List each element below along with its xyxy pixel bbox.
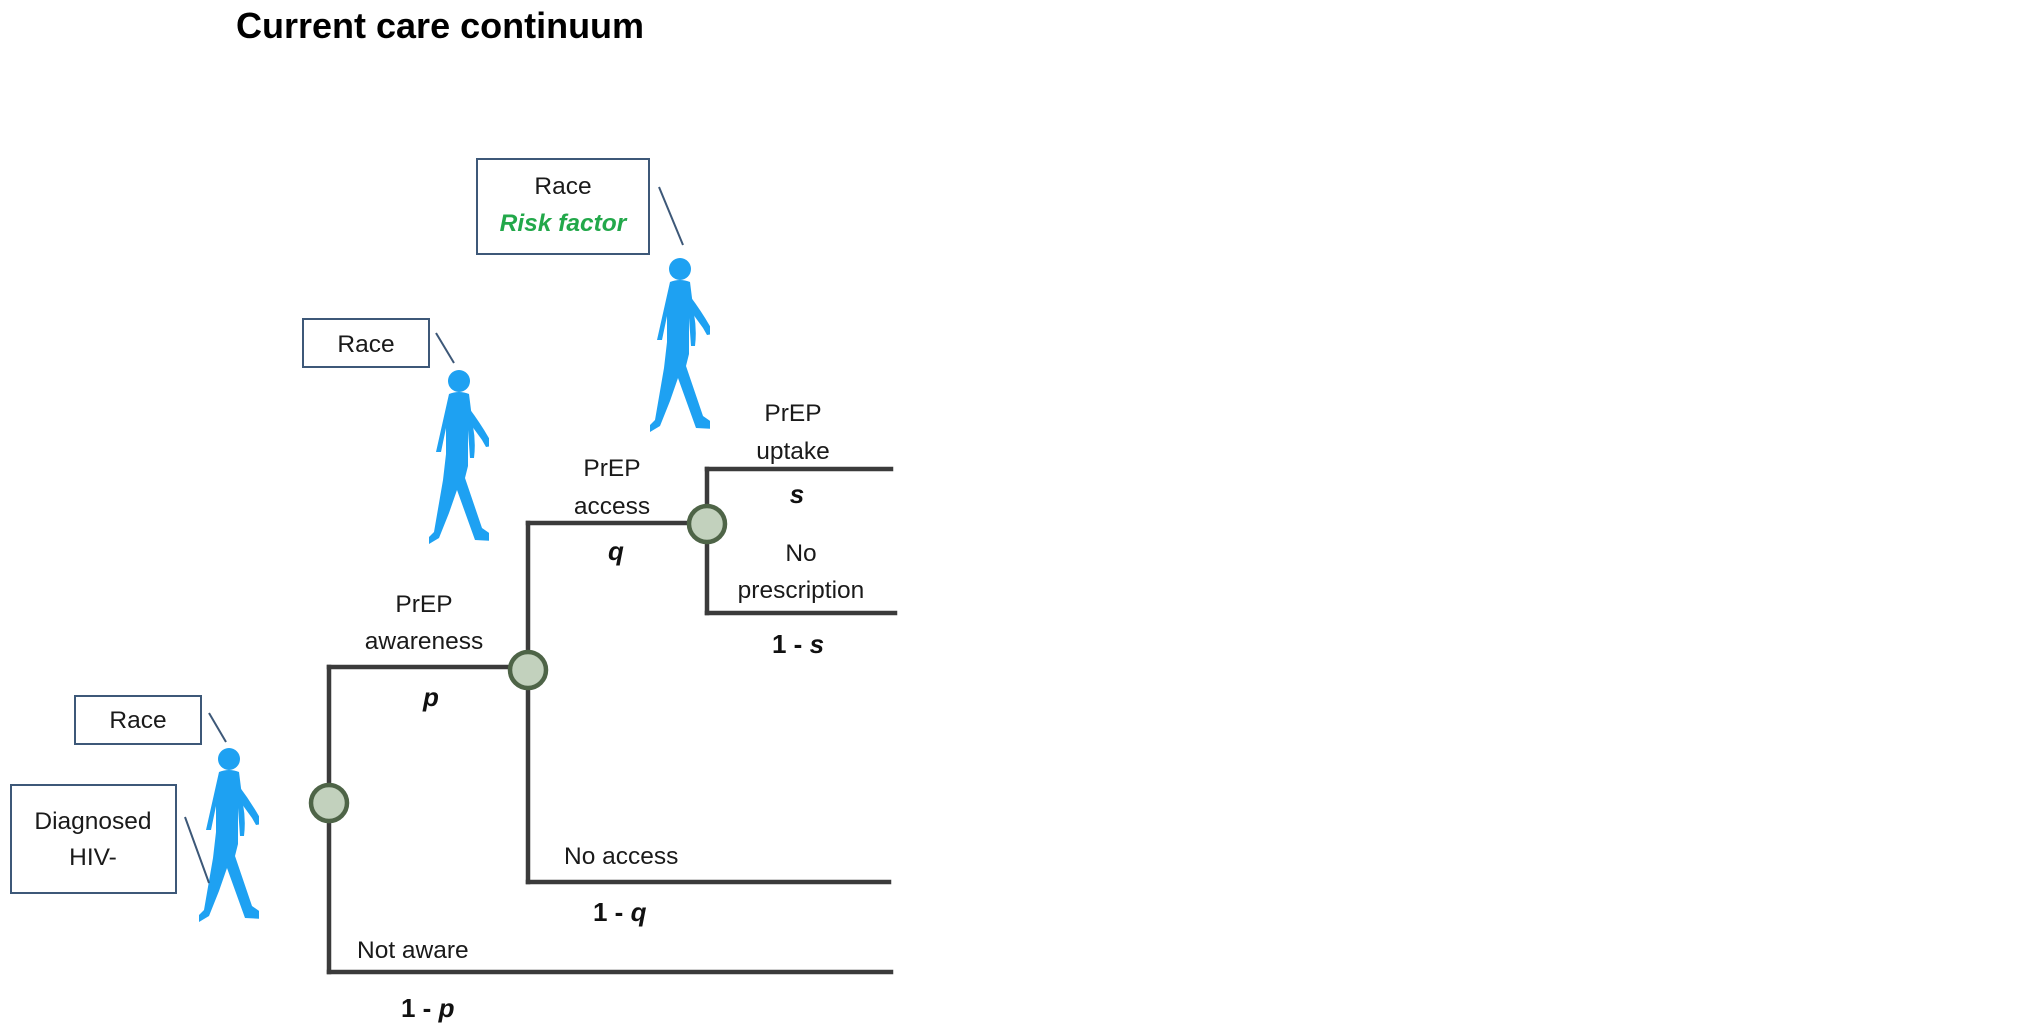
callout-box bbox=[302, 318, 430, 368]
callout-leader bbox=[184, 816, 210, 884]
callout-box bbox=[476, 158, 650, 255]
branch-no-prescription: No prescription 1 - s bbox=[738, 540, 865, 659]
uptake-line1: PrEP bbox=[764, 400, 821, 427]
callout-race-start: Race bbox=[74, 695, 227, 745]
chance-node-awareness bbox=[308, 782, 350, 824]
prob-variable: s bbox=[810, 629, 824, 659]
diagnosed-line1: Diagnosed bbox=[34, 808, 151, 835]
callout-race-label: Race bbox=[109, 707, 166, 734]
risk-factor-label: Risk factor bbox=[500, 210, 628, 237]
callout-race-risk: Race Risk factor bbox=[476, 158, 684, 255]
chance-node-uptake bbox=[686, 503, 728, 545]
no-prescription-line1: No bbox=[785, 540, 816, 567]
awareness-line1: PrEP bbox=[395, 591, 452, 618]
no-access-label: No access bbox=[564, 843, 678, 870]
uptake-probability: s bbox=[790, 479, 804, 509]
diagnosed-line2: HIV- bbox=[69, 844, 117, 871]
chance-node-access bbox=[507, 649, 549, 691]
walking-person-icon bbox=[650, 258, 710, 432]
branch-uptake: PrEP uptake s bbox=[756, 400, 830, 509]
access-probability: q bbox=[608, 536, 624, 566]
callout-leader bbox=[658, 186, 684, 246]
callout-race-awareness: Race bbox=[302, 318, 455, 368]
callout-box bbox=[74, 695, 202, 745]
branch-not-aware: Not aware 1 - p bbox=[357, 937, 469, 1023]
callout-leader bbox=[435, 332, 455, 364]
not-aware-label: Not aware bbox=[357, 937, 469, 964]
prob-prefix: 1 - bbox=[401, 993, 439, 1023]
callout-diagnosed: Diagnosed HIV- bbox=[10, 784, 210, 894]
branch-access: PrEP access q bbox=[574, 455, 650, 566]
decision-tree bbox=[308, 466, 898, 975]
access-line1: PrEP bbox=[583, 455, 640, 482]
page-title: Current care continuum bbox=[236, 5, 644, 46]
branch-no-access: No access 1 - q bbox=[564, 843, 678, 927]
access-line2: access bbox=[574, 493, 650, 520]
prob-variable: q bbox=[631, 897, 647, 927]
no-prescription-line2: prescription bbox=[738, 577, 865, 604]
awareness-probability: p bbox=[422, 682, 439, 712]
awareness-line2: awareness bbox=[365, 628, 483, 655]
callout-race-label: Race bbox=[534, 173, 591, 200]
callout-leader bbox=[208, 712, 227, 743]
uptake-line2: uptake bbox=[756, 438, 830, 465]
callout-box bbox=[10, 784, 177, 894]
walking-person-icon bbox=[199, 748, 259, 922]
no-prescription-probability: 1 - s bbox=[772, 629, 824, 659]
prob-variable: p bbox=[438, 993, 455, 1023]
walking-person-icon bbox=[429, 370, 489, 544]
callout-race-label: Race bbox=[337, 331, 394, 358]
branch-awareness: PrEP awareness p bbox=[365, 591, 483, 712]
not-aware-probability: 1 - p bbox=[401, 993, 455, 1023]
no-access-probability: 1 - q bbox=[593, 897, 647, 927]
prob-prefix: 1 - bbox=[593, 897, 631, 927]
prob-prefix: 1 - bbox=[772, 629, 810, 659]
